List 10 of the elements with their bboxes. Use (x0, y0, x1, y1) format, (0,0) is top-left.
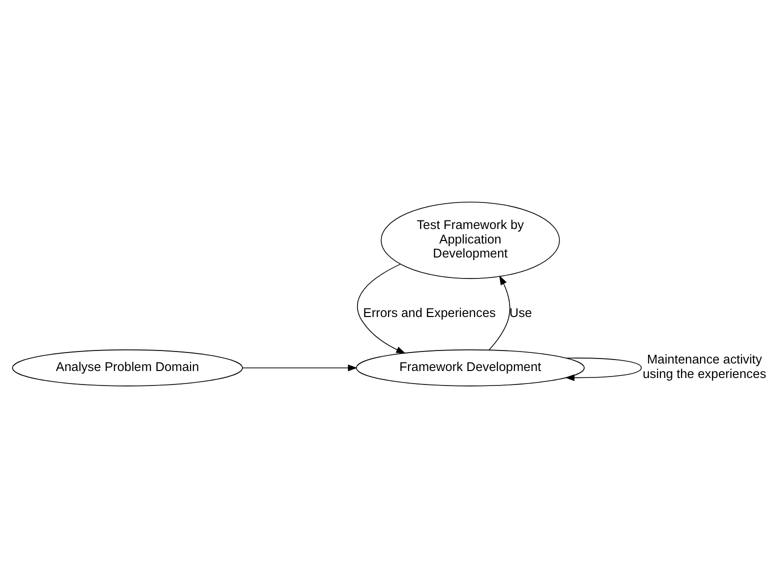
edge-label: Use (509, 306, 532, 320)
edge-label: Errors and Experiences (363, 306, 496, 320)
arrow (488, 275, 510, 350)
node-ellipse: Analyse Problem Domain (12, 349, 243, 386)
edge-label: Maintenance activity using the experiences (642, 352, 766, 382)
node-ellipse: Test Framework by Application Development (380, 202, 560, 279)
node-ellipse: Framework Development (356, 349, 585, 386)
arrow (242, 364, 358, 372)
arrow (564, 358, 642, 382)
arrow (357, 264, 406, 354)
